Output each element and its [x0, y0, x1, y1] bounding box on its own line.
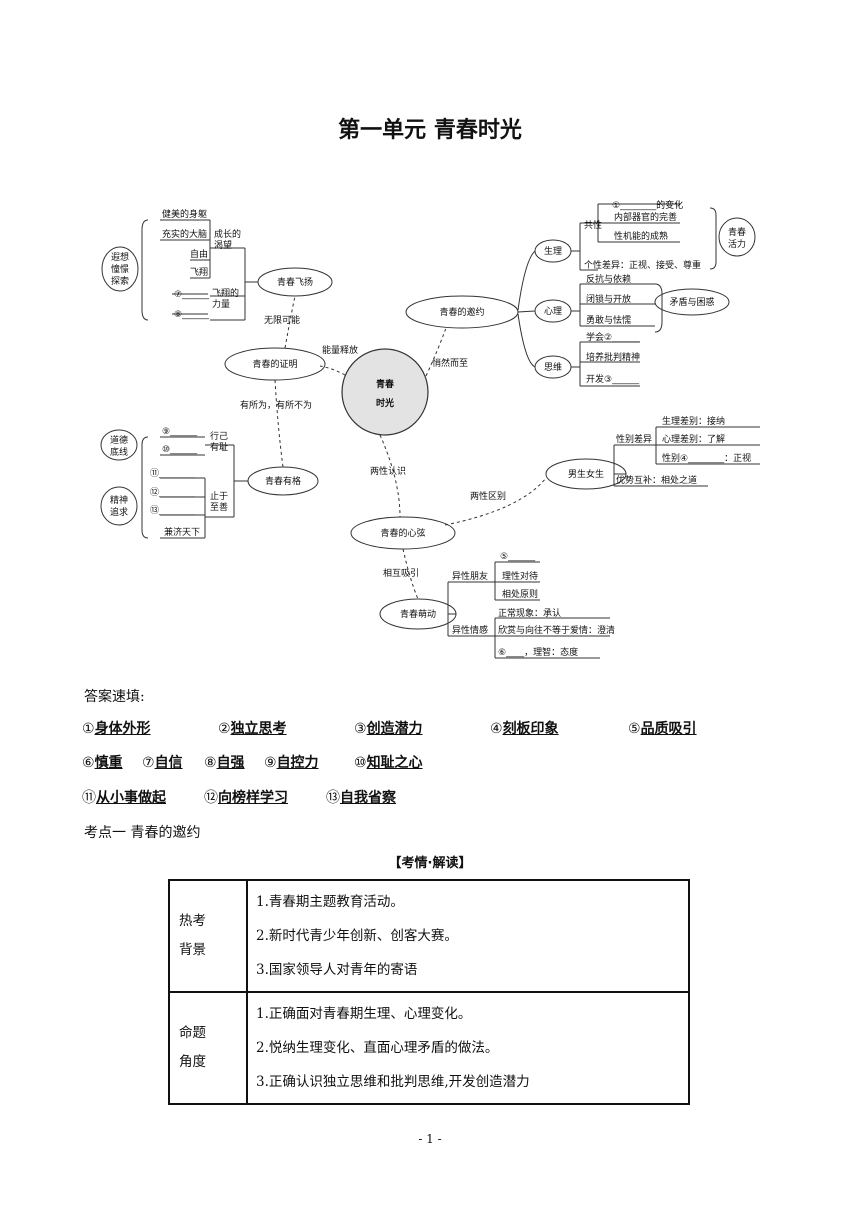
invitation-node: 青春的邀约 [439, 306, 484, 318]
psychology-item-2: 闭锁与开放 [586, 293, 631, 305]
proof-link-down: 有所为，有所不为 [240, 399, 312, 411]
thinking-item-2: 培养批判精神 [586, 351, 640, 363]
physiology-item-2: 内部器官的完善 [614, 211, 677, 223]
physiology-side-2: 活力 [728, 238, 746, 250]
proof-link-up: 能量释放 [322, 344, 358, 356]
center-line2: 时光 [376, 397, 394, 409]
spirit-item-3: ⑬________ [150, 505, 196, 516]
physiology-item-1: ①________的变化 [612, 199, 683, 211]
gender-diff: 性别差异 [616, 433, 652, 445]
answer-3: ③创造潜力 [354, 721, 423, 737]
dream-group-1: 遐想 [111, 251, 129, 263]
friend-item-1: ⑤______ [500, 552, 536, 562]
row-header: 热考背景 [168, 879, 248, 993]
table-row: 热考背景 1.青春期主题教育活动。 2.新时代青少年创新、创客大赛。 3.国家领… [168, 879, 690, 993]
psychology-side: 矛盾与困惑 [669, 296, 714, 308]
psychology-item-3: 勇敢与怯懦 [586, 314, 631, 326]
answer-8: ⑧自强 [204, 755, 245, 771]
power-label-1: 飞翔的 [212, 287, 239, 299]
gender-node: 男生女生 [568, 468, 604, 480]
physiology-common: 共性 [584, 219, 602, 231]
section-heading: 考点一 青春的邀约 [84, 825, 201, 841]
dream-label-2: 渴望 [214, 239, 232, 251]
page-title: 第一单元 青春时光 [338, 118, 522, 143]
answer-6: ⑥慎重 [82, 755, 123, 771]
center-line1: 青春 [376, 378, 395, 390]
physiology-side-1: 青春 [728, 226, 746, 238]
moral-item-1: ⑨______ [162, 427, 198, 437]
spirit-group-1: 精神 [110, 494, 128, 506]
proof-node: 青春的证明 [252, 358, 297, 370]
psychology-item-1: 反抗与依赖 [586, 273, 631, 285]
friend-item-3: 相处原则 [502, 588, 538, 600]
heart-link-down: 相互吸引 [383, 567, 419, 579]
flying-node: 青春飞扬 [277, 276, 313, 288]
thinking-item-1: 学会②______ [586, 331, 640, 343]
dream-item-2: 充实的大脑 [162, 228, 207, 240]
invitation-link: 悄然而至 [432, 357, 468, 369]
emotion-item-3: ⑥____，理智：态度 [498, 646, 578, 658]
character-node: 青春有格 [265, 475, 301, 487]
heart-link-right: 两性区别 [470, 490, 506, 502]
budding-emotion: 异性情感 [452, 624, 488, 636]
power-item-2: ⑧______ [174, 310, 210, 320]
spirit-item-1: ⑪________ [150, 468, 196, 479]
answer-13: ⑬自我省察 [326, 790, 396, 806]
answer-7: ⑦自信 [142, 755, 183, 771]
answer-4: ④刻板印象 [490, 721, 559, 737]
physiology-item-3: 性机能的成熟 [614, 230, 668, 242]
table-row: 命题角度 1.正确面对青春期生理、心理变化。 2.悦纳生理变化、直面心理矛盾的做… [168, 991, 690, 1105]
answer-2: ②独立思考 [218, 721, 287, 737]
page-number: - 1 - [418, 1132, 442, 1146]
spirit-item-2: ⑫________ [150, 487, 196, 498]
answer-5: ⑤品质吸引 [628, 721, 697, 737]
budding-node: 青春萌动 [400, 608, 436, 620]
moral-group-1: 道德 [110, 434, 128, 446]
spirit-group-2: 追求 [110, 506, 128, 518]
dream-group-3: 探索 [111, 275, 129, 287]
gender-diff-item-1: 生理差别：接纳 [662, 415, 725, 427]
moral-label-2: 有耻 [210, 441, 228, 453]
analysis-table: 热考背景 1.青春期主题教育活动。 2.新时代青少年创新、创客大赛。 3.国家领… [168, 879, 690, 1105]
emotion-item-1: 正常现象：承认 [498, 607, 561, 619]
spirit-label-1: 止于 [210, 490, 228, 502]
table-caption: 【考情·解读】 [388, 856, 472, 871]
moral-label-1: 行己 [210, 430, 228, 442]
row-header: 命题角度 [168, 991, 248, 1105]
friend-item-2: 理性对待 [502, 570, 538, 582]
dream-item-1: 健美的身躯 [162, 208, 207, 220]
thinking-node: 思维 [544, 361, 562, 373]
dream-item-4: 飞翔 [190, 266, 208, 278]
answer-1: ①身体外形 [82, 721, 151, 737]
physiology-node: 生理 [544, 245, 562, 257]
dream-label-1: 成长的 [214, 228, 241, 240]
answer-9: ⑨自控力 [264, 755, 319, 771]
answer-12: ⑫向榜样学习 [204, 790, 288, 806]
spirit-item-4: 兼济天下 [164, 526, 200, 538]
gender-diff-item-3: 性别④________：正视 [662, 452, 751, 464]
gender-complement: 优势互补：相处之道 [616, 474, 697, 486]
dream-group-2: 憧憬 [111, 263, 129, 275]
answers-label: 答案速填: [84, 689, 145, 705]
moral-group-2: 底线 [110, 446, 128, 458]
emotion-item-2: 欣赏与向往不等于爱情：澄清 [498, 624, 615, 636]
gender-diff-item-2: 心理差别：了解 [662, 433, 725, 445]
row-content: 1.正确面对青春期生理、心理变化。 2.悦纳生理变化、直面心理矛盾的做法。 3.… [246, 991, 690, 1105]
thinking-item-3: 开发③______ [586, 373, 640, 385]
row-content: 1.青春期主题教育活动。 2.新时代青少年创新、创客大赛。 3.国家领导人对青年… [246, 879, 690, 993]
mind-map: 青春 时光 青春的邀约 悄然而至 青春的证明 能量释放 有所为，有所不为 青春飞… [100, 199, 760, 659]
spirit-label-2: 至善 [210, 501, 228, 513]
power-label-2: 力量 [212, 298, 230, 310]
flying-link: 无限可能 [264, 314, 300, 326]
answer-10: ⑩知耻之心 [354, 755, 423, 771]
physiology-individual: 个性差异：正视、接受、尊重 [584, 259, 701, 271]
budding-friend: 异性朋友 [452, 570, 488, 582]
answer-11: ⑪从小事做起 [82, 790, 166, 806]
dream-item-3: 自由 [190, 248, 208, 260]
power-item-1: ⑦______ [174, 290, 210, 300]
moral-item-2: ⑩______ [162, 445, 198, 455]
heart-link-up: 两性认识 [370, 465, 406, 477]
psychology-node: 心理 [544, 306, 562, 317]
heart-node: 青春的心弦 [380, 527, 425, 539]
